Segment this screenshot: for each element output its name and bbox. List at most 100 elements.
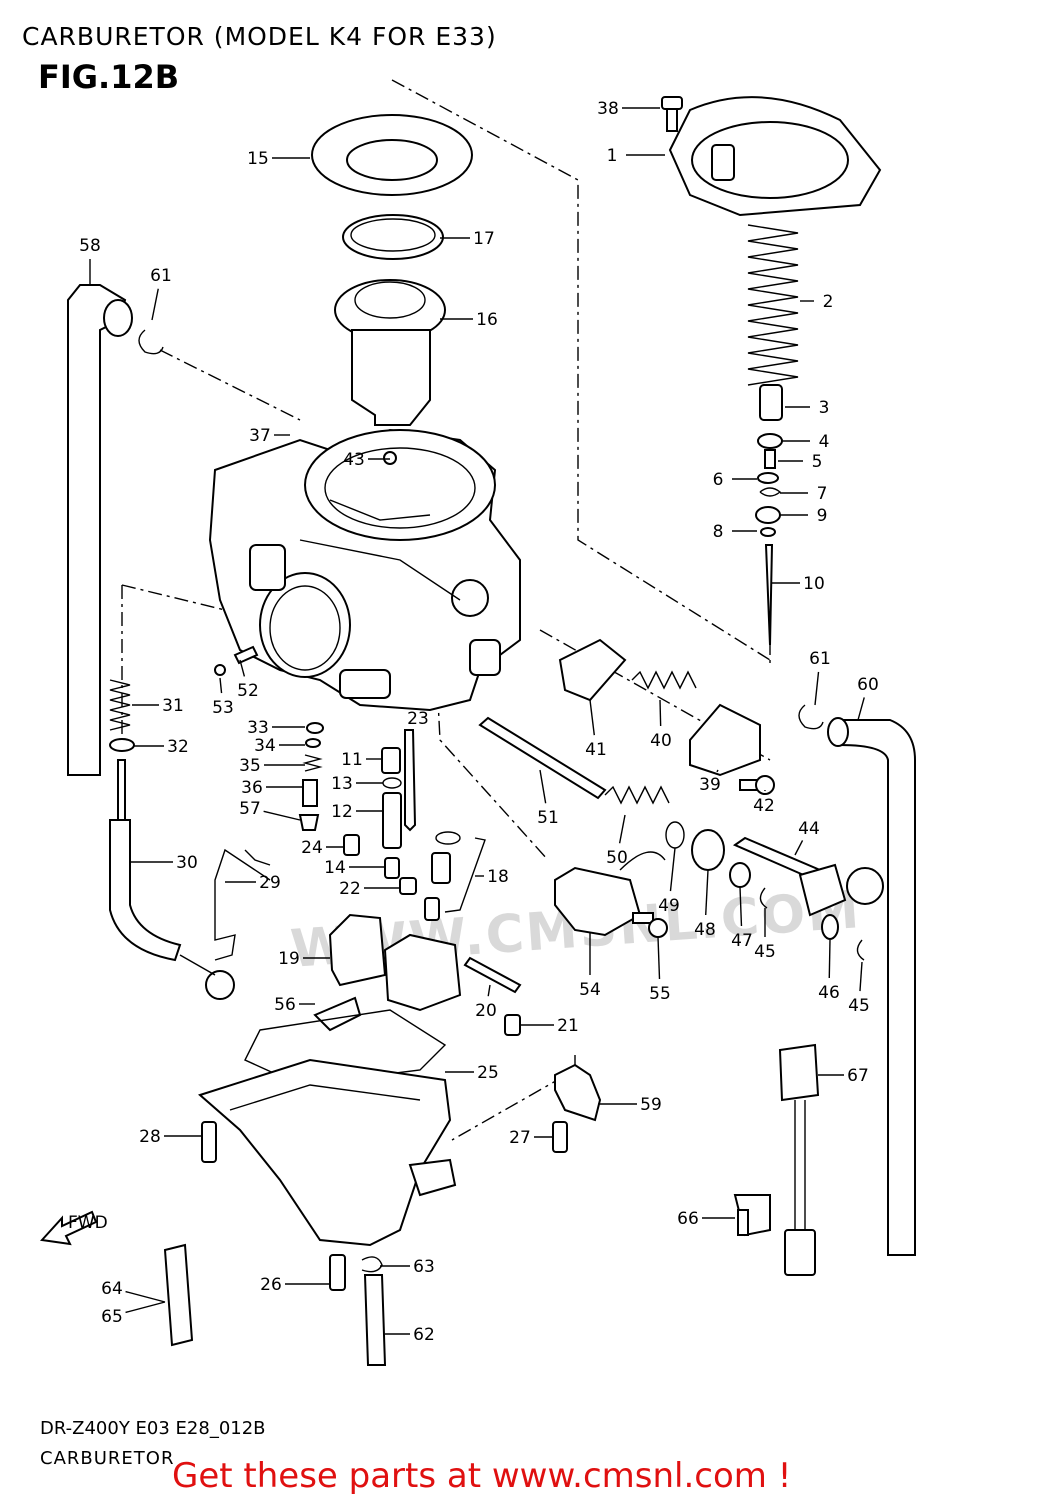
- part-66-sensor: [733, 1194, 771, 1237]
- figure-number: FIG.12B: [38, 58, 180, 96]
- part-31-spring: [109, 679, 131, 731]
- callout-57: 57: [239, 799, 261, 819]
- callout-24: 24: [301, 838, 323, 858]
- carburetor-body: [208, 428, 521, 712]
- callout-43: 43: [343, 450, 365, 470]
- callout-21: 21: [557, 1016, 579, 1036]
- callout-58: 58: [79, 236, 101, 256]
- part-44-lever: [732, 836, 884, 917]
- callout-17: 17: [473, 229, 495, 249]
- part-30-cable: [109, 759, 235, 1000]
- part-51-shaft: [478, 716, 607, 800]
- leader-53: [219, 677, 223, 694]
- callout-42: 42: [753, 796, 775, 816]
- part-17-ring: [342, 214, 444, 260]
- part-49-oring: [665, 821, 685, 849]
- part-54-wire: [619, 851, 666, 871]
- part-48-bushing: [691, 829, 725, 871]
- callout-67: 67: [847, 1066, 869, 1086]
- part-25-gasket: [244, 1009, 447, 1086]
- callout-29: 29: [259, 873, 281, 893]
- callout-45: 45: [848, 996, 870, 1016]
- part-18-valve-set: [424, 831, 486, 921]
- callout-11: 11: [341, 750, 363, 770]
- callout-15: 15: [247, 149, 269, 169]
- callout-35: 35: [239, 756, 261, 776]
- callout-51: 51: [537, 808, 559, 828]
- callout-2: 2: [823, 292, 834, 312]
- part-60-hose: [827, 717, 916, 1256]
- page-title: CARBURETOR (MODEL K4 FOR E33): [22, 22, 497, 51]
- callout-63: 63: [413, 1257, 435, 1277]
- callout-14: 14: [324, 858, 346, 878]
- callout-16: 16: [476, 310, 498, 330]
- callout-leaders: [89, 107, 865, 1335]
- part-35-spring: [302, 754, 323, 772]
- leader-44: [794, 840, 804, 856]
- part-29-clip: [244, 849, 271, 866]
- callout-52: 52: [237, 681, 259, 701]
- part-2-spring: [747, 224, 799, 386]
- part-61-clamp: [138, 329, 164, 355]
- part-52-screw: [233, 645, 259, 665]
- callout-46: 46: [818, 983, 840, 1003]
- part-67-sensor: [778, 1043, 820, 1276]
- leader-61: [814, 671, 820, 706]
- leader-47: [739, 886, 743, 927]
- float-bowl: [198, 1058, 457, 1247]
- callout-54: 54: [579, 980, 601, 1000]
- callout-64: 64: [101, 1279, 123, 1299]
- callout-50: 50: [606, 848, 628, 868]
- model-code: DR-Z400Y E03 E28_012B: [40, 1418, 266, 1439]
- callout-48: 48: [694, 920, 716, 940]
- callout-1: 1: [607, 146, 618, 166]
- part-29-tube: [214, 848, 271, 961]
- leader-49: [669, 847, 676, 892]
- callout-55: 55: [649, 984, 671, 1004]
- part-38-screw: [661, 96, 683, 132]
- part-13-oring: [382, 777, 402, 789]
- part-20-pin: [463, 956, 522, 994]
- part-1-top-cover: [668, 96, 882, 217]
- callout-47: 47: [731, 931, 753, 951]
- part-53-ball: [214, 664, 226, 676]
- leader-45: [859, 961, 863, 992]
- part-22-plug: [399, 877, 417, 895]
- part-61-clamp: [798, 704, 824, 730]
- callout-33: 33: [247, 718, 269, 738]
- part-45-clip: [856, 939, 865, 961]
- callout-4: 4: [819, 432, 830, 452]
- callout-13: 13: [331, 774, 353, 794]
- callout-41: 41: [585, 740, 607, 760]
- callout-66: 66: [677, 1209, 699, 1229]
- part-11-jet: [381, 747, 401, 774]
- part-42-screw: [739, 775, 775, 795]
- part-21-screw: [504, 1014, 521, 1036]
- leader-61: [151, 288, 159, 321]
- part-64-65-bracket: [163, 1243, 194, 1347]
- callout-45: 45: [754, 942, 776, 962]
- part-54-sensor: [554, 866, 642, 937]
- callout-34: 34: [254, 736, 276, 756]
- leader-39: [716, 769, 719, 773]
- part-46-washer: [821, 914, 839, 940]
- leader-55: [657, 936, 661, 980]
- callout-7: 7: [817, 484, 828, 504]
- part-33-ring: [306, 722, 324, 734]
- part-56-clip: [313, 996, 362, 1032]
- callout-27: 27: [509, 1128, 531, 1148]
- callout-61: 61: [809, 649, 831, 669]
- svg-text:FWD: FWD: [68, 1213, 108, 1233]
- callout-60: 60: [857, 675, 879, 695]
- callout-25: 25: [477, 1063, 499, 1083]
- part-34-washer: [305, 738, 321, 748]
- callout-37: 37: [249, 426, 271, 446]
- callout-20: 20: [475, 1001, 497, 1021]
- leader-20: [487, 984, 491, 997]
- promo-link[interactable]: Get these parts at www.cmsnl.com !: [172, 1456, 792, 1496]
- part-59-clamp: [554, 1063, 602, 1122]
- part-10-jet-needle: [764, 544, 774, 646]
- leader-48: [705, 869, 709, 916]
- leader-64: [125, 1290, 166, 1303]
